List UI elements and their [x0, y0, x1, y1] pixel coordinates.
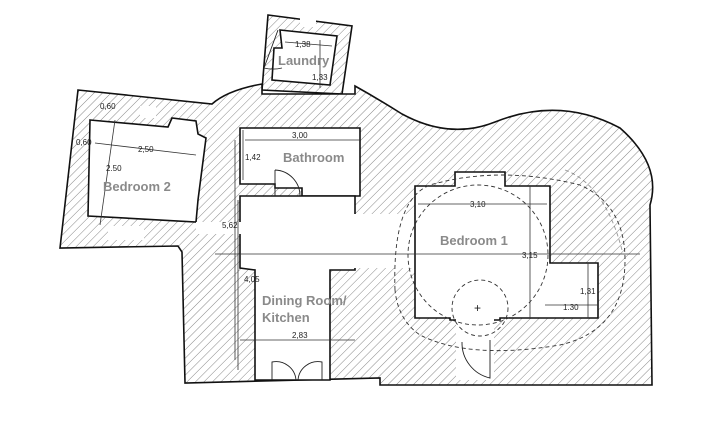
passage-east [353, 214, 417, 268]
dim-bedroom1-depth: 3,15 [522, 251, 538, 260]
dim-alcove-depth: 1,31 [580, 287, 596, 296]
bathroom-room [239, 127, 361, 197]
window [300, 17, 316, 27]
dim-bedroom2-wall-left: 0,60 [76, 138, 92, 147]
dim-dining-width: 2,83 [292, 331, 308, 340]
dining-double-door[interactable] [271, 361, 323, 381]
room-label-bedroom1: Bedroom 1 [440, 233, 508, 248]
room-label-dining-line2: Kitchen [262, 310, 310, 325]
dim-laundry-depth: 1,33 [312, 73, 328, 82]
dim-laundry-width: 1,38 [295, 40, 311, 49]
dim-bedroom2-depth: 2.50 [106, 164, 122, 173]
dome-circle [407, 184, 549, 326]
dim-bedroom1-width: 3,10 [470, 200, 486, 209]
bedroom1-room [414, 171, 599, 321]
bedroom2-room [87, 117, 207, 223]
room-label-dining-line1: Dining Room/ [262, 293, 347, 308]
bathroom-door[interactable] [274, 169, 301, 197]
dim-alcove-width: 1.30 [563, 303, 579, 312]
center-mark-icon: + [474, 301, 481, 315]
dim-dining-depth: 4,05 [244, 275, 260, 284]
window [140, 106, 156, 118]
laundry-door[interactable] [263, 29, 283, 70]
small-dome-circle [451, 279, 509, 337]
laundry-room [271, 29, 338, 86]
dim-bedroom2-width: 2,50 [138, 145, 154, 154]
dim-dining-total-depth: 5,62 [222, 221, 238, 230]
window [108, 226, 144, 240]
dim-bathroom-depth: 1,42 [245, 153, 261, 162]
dim-bathroom-width: 3,00 [292, 131, 308, 140]
dim-bedroom2-wall-top: 0,60 [100, 102, 116, 111]
room-label-laundry: Laundry [278, 53, 330, 68]
room-label-bathroom: Bathroom [283, 150, 344, 165]
passage-west [196, 222, 242, 234]
room-label-bedroom2: Bedroom 2 [103, 179, 171, 194]
brick-arc [564, 169, 623, 251]
